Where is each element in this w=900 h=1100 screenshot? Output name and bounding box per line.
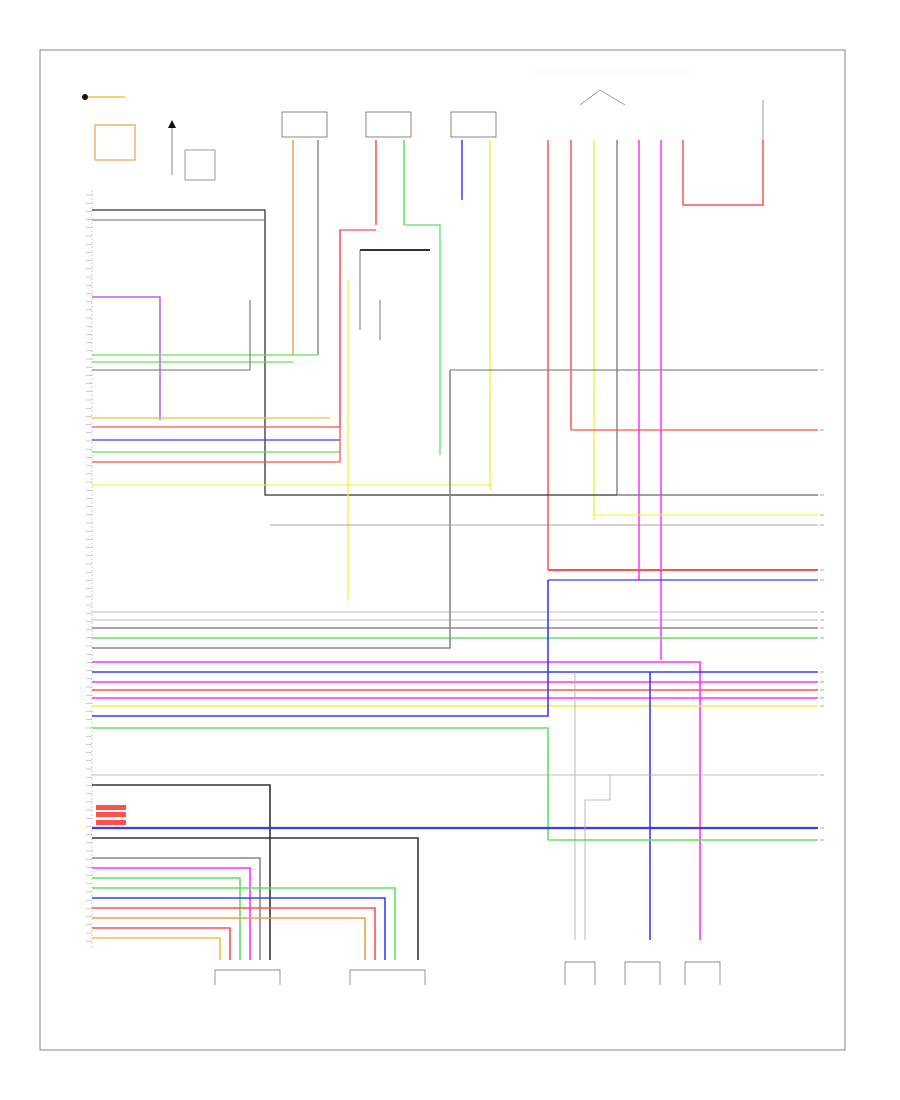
bottom-connectors xyxy=(214,961,721,985)
connector-icon xyxy=(168,120,176,128)
pin-highlights xyxy=(96,805,126,825)
lower-bus-wires xyxy=(92,370,818,960)
vertical-wires xyxy=(292,100,764,660)
ground-icon xyxy=(82,94,88,100)
diagram-border xyxy=(39,49,846,1051)
routing-wires xyxy=(92,209,818,600)
ecm-pin-column xyxy=(86,190,93,950)
top-sensors xyxy=(281,71,690,138)
top-left-components xyxy=(82,94,216,181)
right-terminals xyxy=(820,369,824,841)
